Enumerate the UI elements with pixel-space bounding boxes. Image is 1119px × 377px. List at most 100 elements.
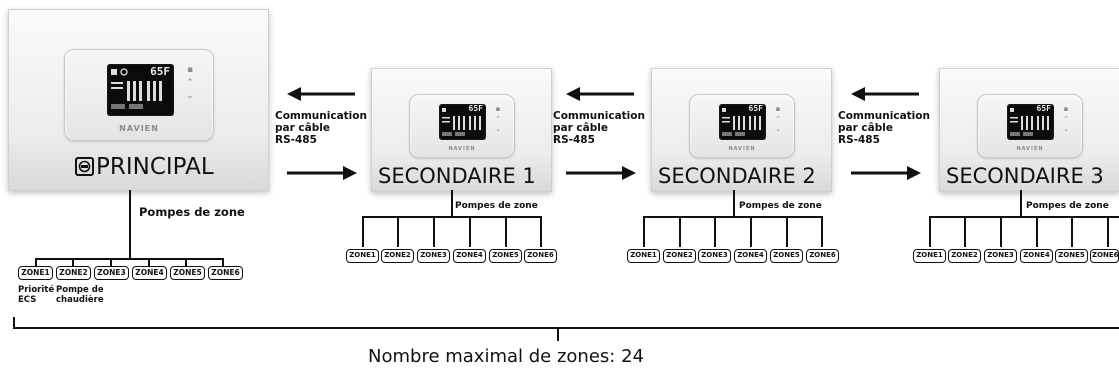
- arrow-right-icon: [566, 166, 636, 180]
- lcd-segments: [442, 108, 481, 136]
- secondary-1-lcd: 65F: [439, 104, 486, 140]
- comm-line1: Communication: [275, 110, 367, 122]
- lcd-segments: [111, 68, 162, 109]
- secondary-3-zone-6: ZONE6: [1090, 249, 1119, 263]
- secondary-3-bus-line: [929, 216, 1119, 218]
- secondary-3-buttons: ▪ ⌃ ⌄: [1061, 104, 1071, 134]
- max-zones-label: Nombre maximal de zones: 24: [368, 346, 644, 367]
- comm-label-3: Communication par câble RS-485: [838, 110, 930, 146]
- secondary-controller-3: 65F ▪ ⌃ ⌄ NAVIEN SECONDAIRE 3: [939, 68, 1119, 192]
- principal-brand-logo: NAVIEN: [119, 124, 159, 133]
- secondary-2-zone-drop-3: [714, 216, 716, 247]
- principal-zone-5: ZONE5: [170, 266, 205, 280]
- down-button-icon: ⌄: [495, 125, 501, 133]
- master-controller-icon: [75, 157, 94, 176]
- secondary-1-zone-drop-5: [505, 216, 507, 247]
- up-button-icon: ⌃: [775, 115, 781, 123]
- secondary-1-zone-drop-1: [362, 216, 364, 247]
- secondary-3-lcd: 65F: [1007, 104, 1054, 140]
- mode-button-icon: ▪: [1063, 105, 1069, 113]
- principal-zone-6: ZONE6: [208, 266, 243, 280]
- secondary-3-faceplate: 65F ▪ ⌃ ⌄ NAVIEN: [977, 94, 1083, 158]
- comm-label-1: Communication par câble RS-485: [275, 110, 367, 146]
- secondary-2-zone-drop-4: [750, 216, 752, 247]
- secondary-3-zone-drop-1: [929, 216, 931, 247]
- zone2-boiler-pump-note: Pompe de chaudière: [56, 285, 104, 305]
- principal-zone-1: ZONE1: [18, 266, 53, 280]
- arrow-left-icon: [566, 87, 634, 101]
- arrow-right-icon: [287, 166, 357, 180]
- lcd-temperature: 65F: [468, 104, 483, 113]
- up-button-icon: ⌃: [495, 115, 501, 123]
- arrow-right-icon: [851, 166, 921, 180]
- lcd-temperature: 65F: [748, 104, 763, 113]
- secondary-2-zone-5: ZONE5: [770, 249, 803, 263]
- principal-zone-2: ZONE2: [56, 266, 91, 280]
- secondary-3-zone-drop-5: [1071, 216, 1073, 247]
- principal-buttons: ▪ ⌃ ⌄: [183, 64, 197, 103]
- secondary-3-title: SECONDAIRE 3: [946, 164, 1104, 188]
- arrow-left-icon: [287, 87, 355, 101]
- secondary-2-brand-logo: NAVIEN: [728, 146, 756, 152]
- secondary-2-lcd: 65F: [719, 104, 766, 140]
- secondary-3-pump-label: Pompes de zone: [1026, 201, 1109, 211]
- secondary-1-zone-4: ZONE4: [453, 249, 486, 263]
- secondary-1-zone-drop-2: [397, 216, 399, 247]
- comm-label-2: Communication par câble RS-485: [553, 110, 645, 146]
- secondary-1-pump-label: Pompes de zone: [455, 201, 538, 211]
- principal-faceplate: 65F ▪ ⌃ ⌄ NAVIEN: [64, 49, 214, 141]
- secondary-2-bus-line: [643, 216, 821, 218]
- secondary-1-title: SECONDAIRE 1: [378, 164, 536, 188]
- secondary-2-pump-label: Pompes de zone: [739, 201, 822, 211]
- zone1-priority-note: Priorité ECS: [18, 285, 55, 305]
- comm-line3: RS-485: [275, 134, 317, 146]
- secondary-2-zone-drop-2: [679, 216, 681, 247]
- principal-center-drop: [129, 218, 131, 259]
- total-bracket-tick: [557, 327, 559, 341]
- comm-line2: par câble: [838, 122, 893, 134]
- secondary-1-bus-line: [362, 216, 540, 218]
- principal-zone-4: ZONE4: [132, 266, 167, 280]
- secondary-3-zone-4: ZONE4: [1020, 249, 1053, 263]
- lcd-temperature: 65F: [1036, 104, 1051, 113]
- secondary-2-zone-6: ZONE6: [806, 249, 839, 263]
- secondary-1-zone-drop-4: [469, 216, 471, 247]
- secondary-2-zone-drop-5: [786, 216, 788, 247]
- down-button-icon: ⌄: [1063, 125, 1069, 133]
- down-button-icon: ⌄: [775, 125, 781, 133]
- principal-lcd: 65F: [107, 64, 174, 116]
- comm-line1: Communication: [553, 110, 645, 122]
- principal-controller: 65F ▪ ⌃ ⌄ NAVIEN PRINCIPAL: [8, 9, 269, 191]
- secondary-2-buttons: ▪ ⌃ ⌄: [773, 104, 783, 134]
- secondary-3-brand-logo: NAVIEN: [1016, 146, 1044, 152]
- principal-pump-label: Pompes de zone: [139, 205, 245, 219]
- secondary-3-zone-drop-6: [1107, 216, 1109, 247]
- secondary-3-zone-2: ZONE2: [948, 249, 981, 263]
- secondary-2-zone-1: ZONE1: [627, 249, 660, 263]
- secondary-2-faceplate: 65F ▪ ⌃ ⌄ NAVIEN: [689, 94, 795, 158]
- comm-line2: par câble: [553, 122, 608, 134]
- secondary-3-zone-3: ZONE3: [984, 249, 1017, 263]
- lcd-segments: [1010, 108, 1049, 136]
- total-bracket-line: [13, 327, 1119, 329]
- secondary-2-bus-drop: [733, 190, 735, 216]
- secondary-3-zone-1: ZONE1: [913, 249, 946, 263]
- secondary-1-zone-3: ZONE3: [417, 249, 450, 263]
- secondary-3-zone-5: ZONE5: [1055, 249, 1088, 263]
- secondary-2-zone-3: ZONE3: [698, 249, 731, 263]
- secondary-3-zone-drop-2: [964, 216, 966, 247]
- secondary-1-brand-logo: NAVIEN: [448, 146, 476, 152]
- secondary-1-faceplate: 65F ▪ ⌃ ⌄ NAVIEN: [409, 94, 515, 158]
- comm-line3: RS-485: [553, 134, 595, 146]
- lcd-temperature: 65F: [150, 65, 170, 78]
- down-button-icon: ⌄: [186, 91, 194, 101]
- principal-bus-drop: [129, 190, 131, 218]
- mode-button-icon: ▪: [495, 105, 501, 113]
- lcd-segments: [722, 108, 761, 136]
- secondary-3-bus-drop: [1020, 190, 1022, 216]
- secondary-1-bus-drop: [451, 190, 453, 216]
- secondary-2-zone-drop-6: [821, 216, 823, 247]
- principal-label: PRINCIPAL: [96, 154, 214, 180]
- secondary-1-zone-5: ZONE5: [489, 249, 522, 263]
- arrow-left-icon: [851, 87, 919, 101]
